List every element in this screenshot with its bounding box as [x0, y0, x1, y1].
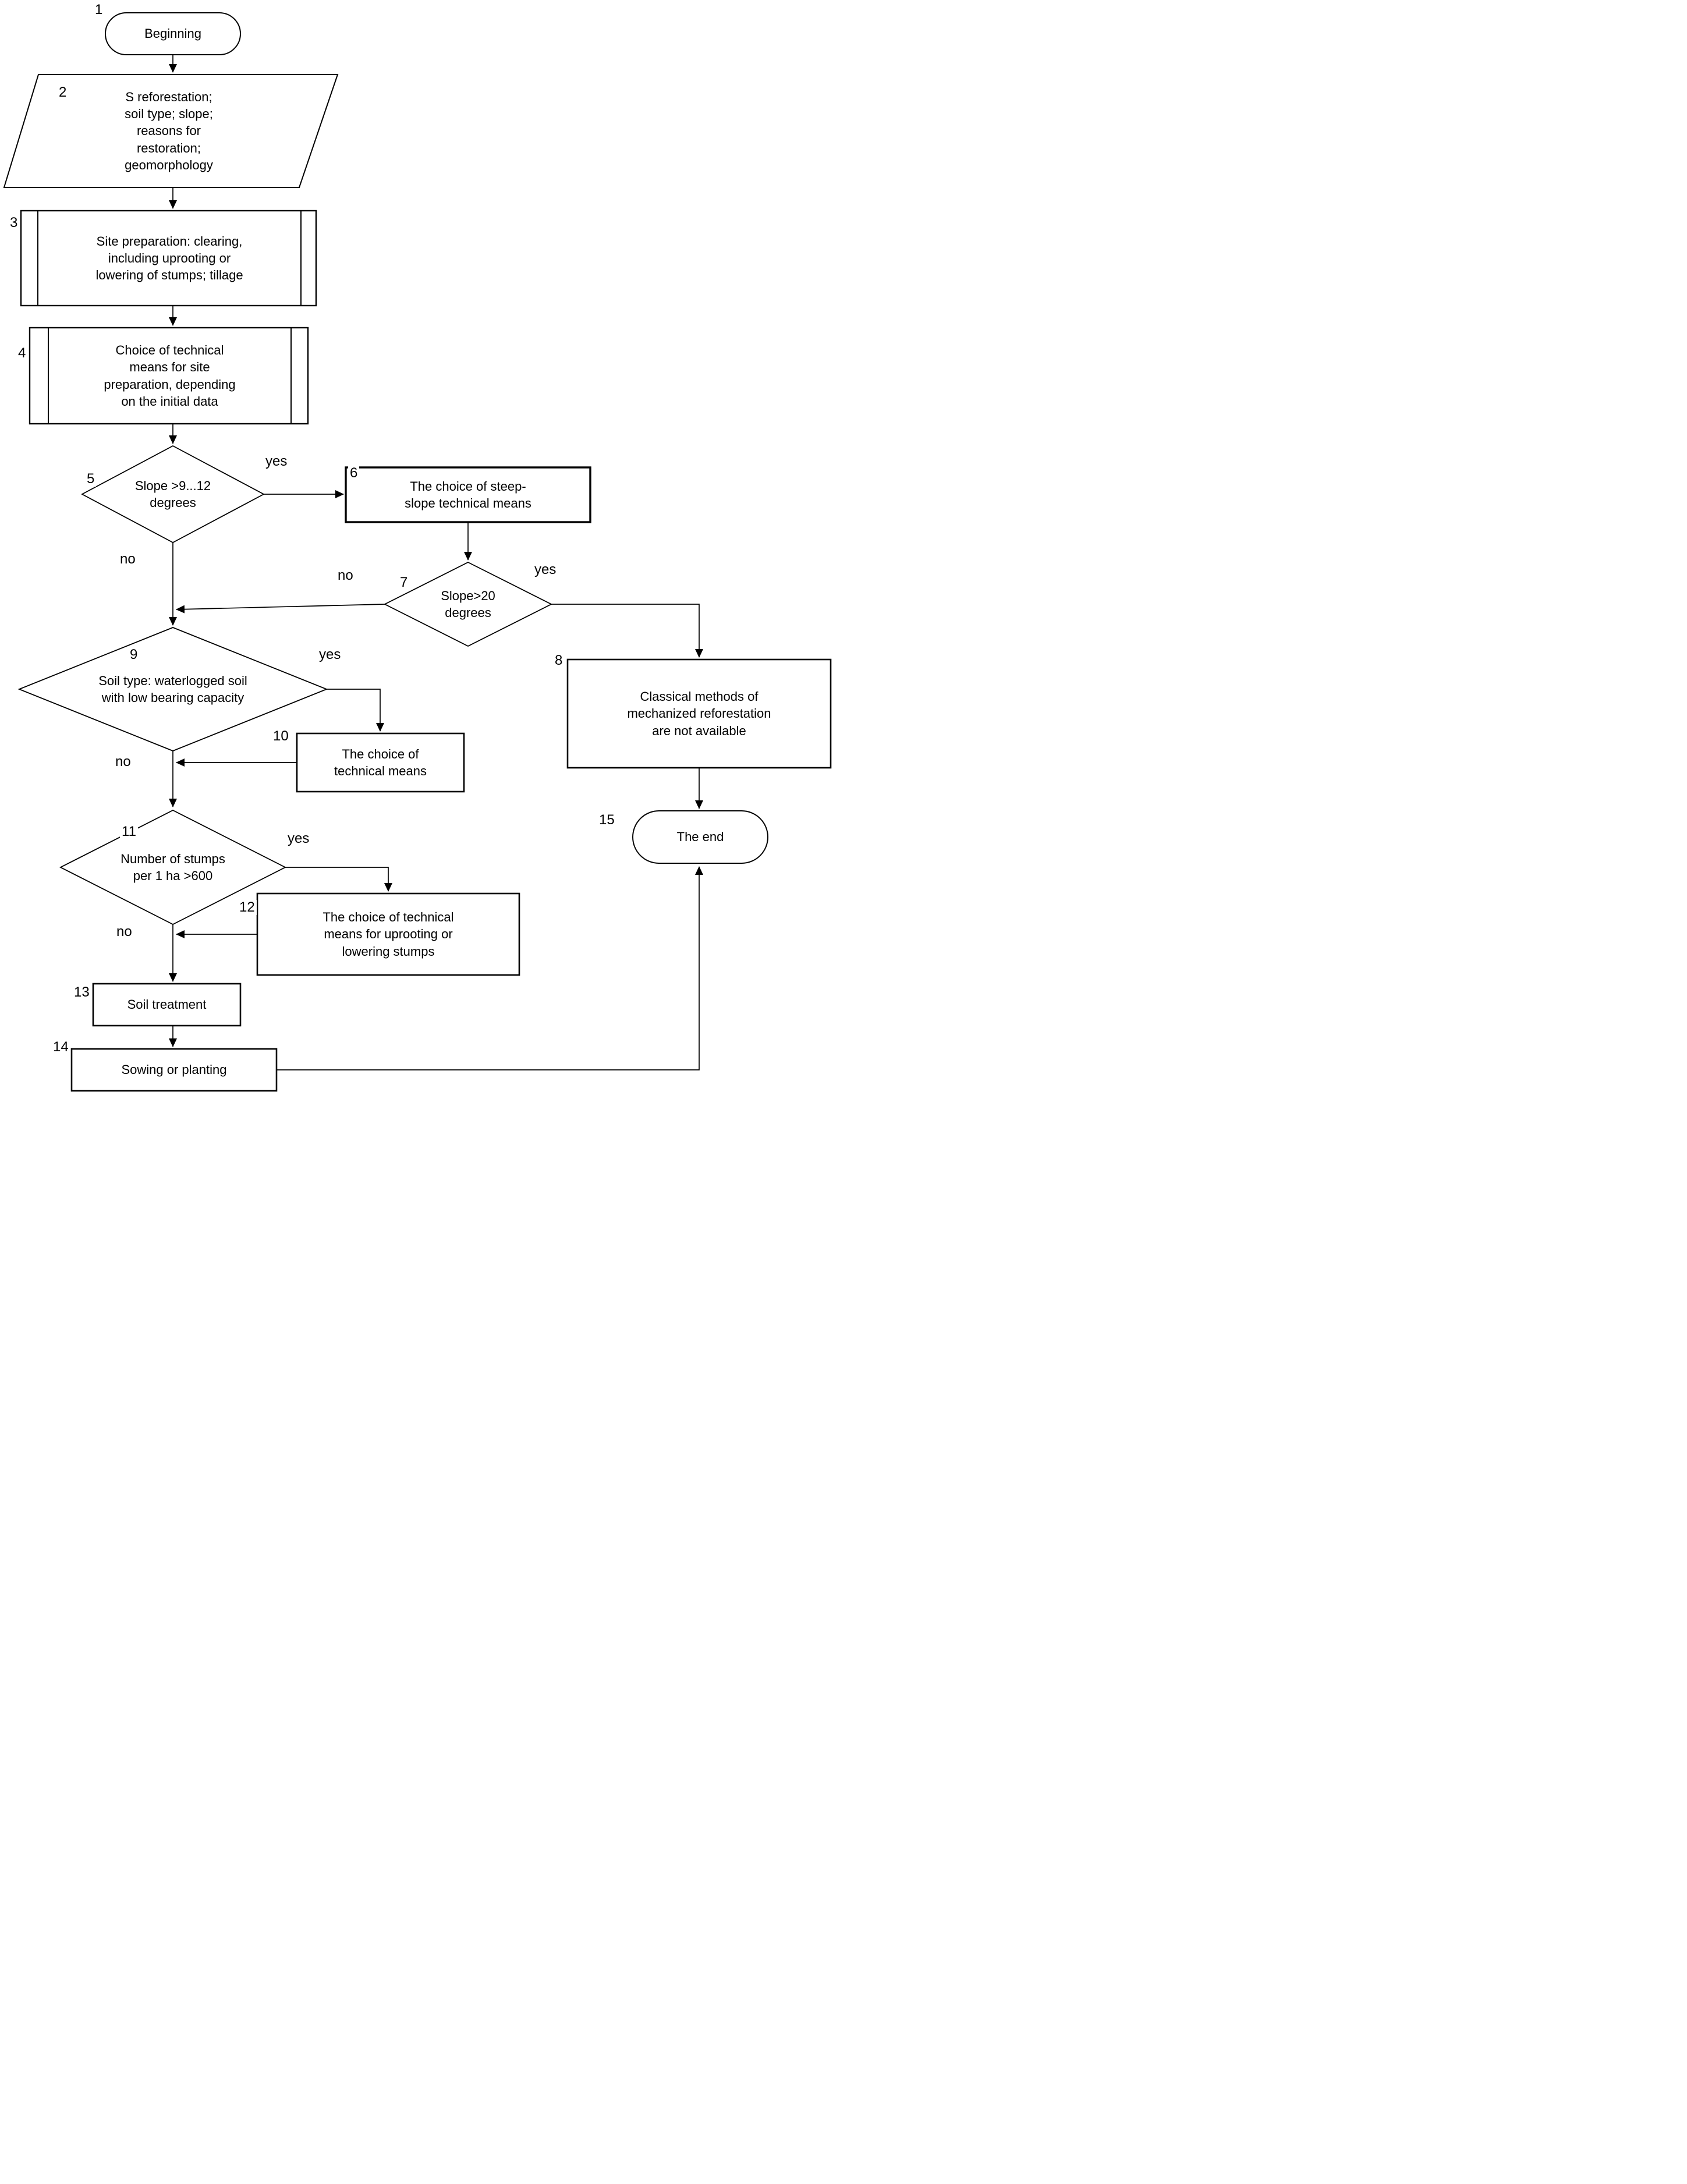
edge-11-no-label: no — [116, 924, 132, 939]
node-13-number: 13 — [72, 984, 91, 1001]
node-4-number: 4 — [16, 345, 28, 361]
node-9-number: 9 — [128, 647, 140, 663]
node-7-shape — [383, 561, 553, 647]
edge-14-15 — [277, 866, 703, 1070]
node-6-number: 6 — [348, 465, 360, 481]
edge-7-no — [176, 604, 385, 614]
node-1-beginning: Beginning — [144, 26, 201, 41]
node-9-soil-type-decision: Soil type: waterlogged soil with low bea… — [98, 673, 247, 705]
node-5-slope-9-12-decision: Slope >9...12 degrees — [134, 478, 211, 510]
node-2-input-data: S reforestation; soil type; slope; reaso… — [125, 90, 213, 172]
node-12-uprooting-means: The choice of technical means for uproot… — [322, 910, 454, 959]
node-10-choice-technical-means: The choice of technical means — [334, 746, 427, 778]
node-8-number: 8 — [553, 653, 565, 669]
connectors — [169, 55, 703, 1070]
edge-9-yes-label: yes — [319, 647, 341, 662]
node-11-stumps-decision: Number of stumps per 1 ha >600 — [120, 851, 225, 883]
edge-9-10-yes — [327, 689, 384, 732]
edge-5-no-label: no — [120, 551, 136, 567]
node-4-shape — [29, 327, 309, 425]
edge-7-8-yes — [551, 604, 703, 658]
node-3-number: 3 — [8, 215, 20, 231]
node-1-number: 1 — [93, 2, 105, 18]
edge-7-yes-label: yes — [534, 562, 557, 577]
edge-7-no-label: no — [338, 568, 353, 583]
node-2-number: 2 — [57, 84, 69, 101]
edge-9-no-label: no — [115, 754, 131, 770]
node-6-steep-slope-means: The choice of steep- slope technical mea… — [405, 478, 531, 510]
edge-5-yes-label: yes — [265, 453, 288, 469]
node-3-shape — [20, 210, 317, 307]
node-15-number: 15 — [597, 812, 616, 828]
node-5-number: 5 — [85, 471, 97, 487]
node-11-number: 11 — [120, 824, 138, 840]
node-8-classical-methods: Classical methods of mechanized reforest… — [627, 689, 771, 738]
node-14-number: 14 — [51, 1039, 70, 1055]
node-4-choice-of-means: Choice of technical means for site prepa… — [104, 343, 236, 409]
node-13-shape — [92, 983, 242, 1027]
node-7-slope-20-decision: Slope>20 degrees — [441, 588, 495, 620]
edge-11-yes-label: yes — [288, 831, 310, 846]
node-2-shape — [3, 74, 339, 188]
node-15-shape — [632, 810, 768, 864]
node-10-number: 10 — [271, 728, 290, 744]
flowchart-canvas: Beginning S reforestation; soil type; sl… — [0, 0, 844, 1092]
edge-11-12-yes — [285, 867, 392, 892]
flowchart-shapes-and-connectors — [3, 12, 832, 1092]
node-14-sowing-planting: Sowing or planting — [121, 1062, 227, 1077]
node-12-number: 12 — [238, 899, 257, 916]
node-3-site-preparation: Site preparation: clearing, including up… — [95, 233, 243, 283]
node-7-number: 7 — [398, 575, 410, 591]
node-15-the-end: The end — [676, 829, 724, 845]
node-13-soil-treatment: Soil treatment — [127, 997, 207, 1012]
